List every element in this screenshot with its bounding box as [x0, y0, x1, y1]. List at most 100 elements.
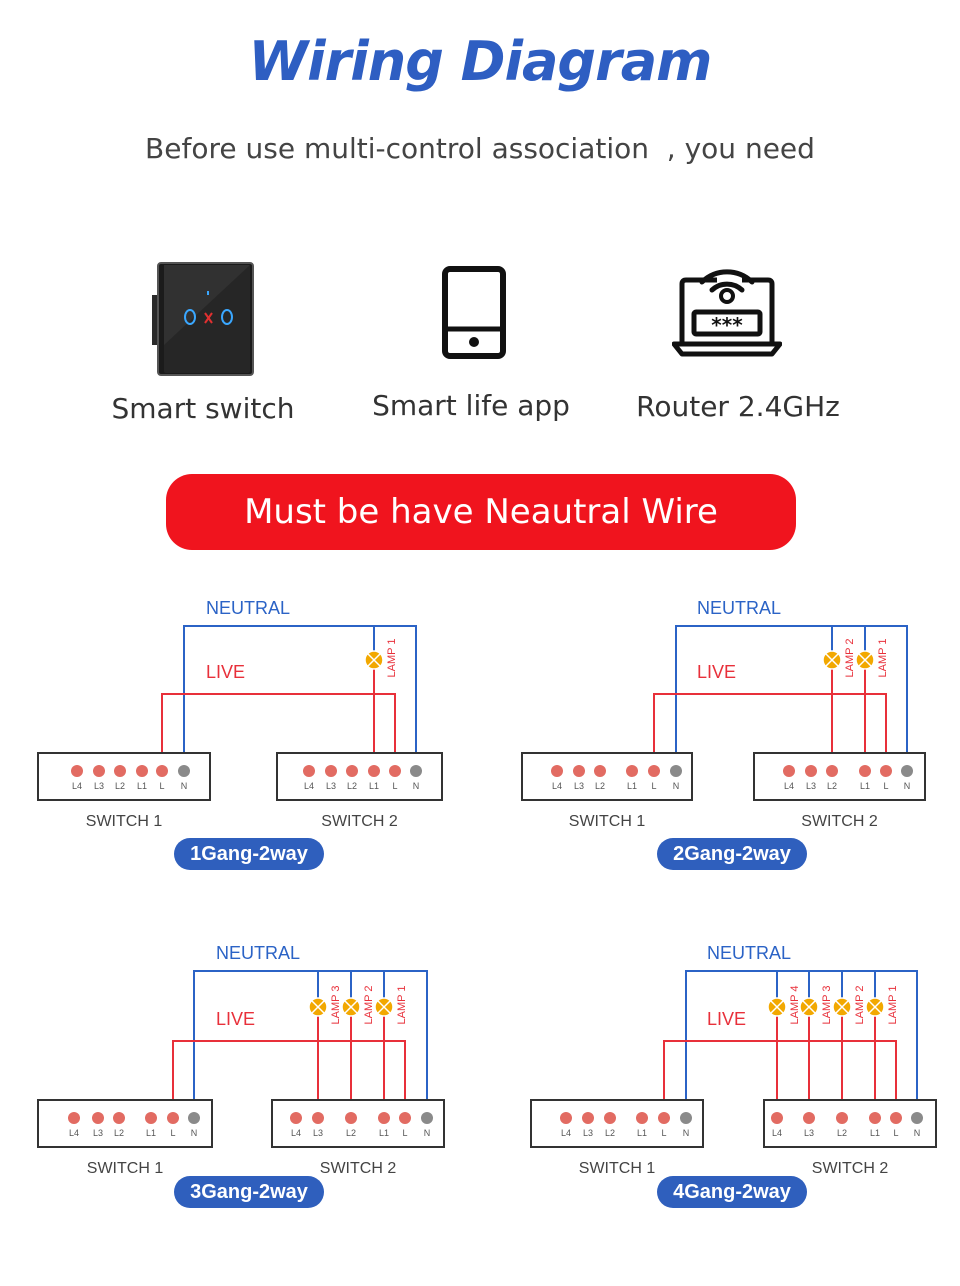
- switch1-terminal: [636, 1112, 648, 1124]
- switch2-terminal: [410, 765, 422, 777]
- switch1-terminal: [156, 765, 168, 777]
- switch2-terminal-label: L: [402, 1128, 407, 1138]
- neutral-label: NEUTRAL: [206, 598, 290, 618]
- switch2-box: [271, 1099, 445, 1148]
- switch1-label: SWITCH 1: [86, 813, 163, 830]
- requirement-label-router: Router 2.4GHz: [636, 390, 840, 423]
- lamp-cross: [825, 653, 839, 667]
- lamp-cross: [770, 1000, 784, 1014]
- switch2-terminal-label: L2: [346, 1128, 356, 1138]
- live-label: LIVE: [216, 1009, 255, 1029]
- switch2-terminal: [303, 765, 315, 777]
- neutral-wire: [675, 625, 908, 771]
- live-wire: [161, 693, 396, 771]
- switch2-terminal: [421, 1112, 433, 1124]
- switch1-terminal: [71, 765, 83, 777]
- switch1-terminal-label: L1: [637, 1128, 647, 1138]
- switch1-box: [521, 752, 693, 801]
- switch1-terminal: [658, 1112, 670, 1124]
- switch2-terminal: [389, 765, 401, 777]
- lamp-label: LAMP 1: [386, 639, 398, 678]
- page-title: Wiring Diagram: [248, 30, 713, 93]
- switch2-terminal: [836, 1112, 848, 1124]
- badge-1gang-2way: 1Gang-2way: [174, 838, 324, 870]
- switch2-label: SWITCH 2: [812, 1160, 889, 1177]
- phone-icon: [442, 266, 506, 359]
- switch2-terminal: [783, 765, 795, 777]
- switch1-box: [37, 752, 211, 801]
- switch1-terminal-label: L4: [69, 1128, 79, 1138]
- neutral-label: NEUTRAL: [697, 598, 781, 618]
- switch2-terminal-label: L3: [804, 1128, 814, 1138]
- switch1-terminal-label: L: [661, 1128, 666, 1138]
- switch1-terminal: [551, 765, 563, 777]
- switch1-terminal-label: L2: [605, 1128, 615, 1138]
- live-label: LIVE: [697, 662, 736, 682]
- neutral-wire-banner: Must be have Neautral Wire: [166, 474, 796, 550]
- switch1-terminal-label: N: [191, 1128, 198, 1138]
- switch1-terminal: [113, 1112, 125, 1124]
- switch2-terminal-label: L3: [313, 1128, 323, 1138]
- switch1-terminal-label: L4: [72, 781, 82, 791]
- switch1-terminal-label: N: [683, 1128, 690, 1138]
- lamp-label: LAMP 2: [844, 639, 856, 678]
- switch2-terminal-label: L3: [806, 781, 816, 791]
- switch1-label: SWITCH 1: [579, 1160, 656, 1177]
- lamp-cross: [802, 1000, 816, 1014]
- switch1-terminal-label: L4: [552, 781, 562, 791]
- switch2-terminal: [399, 1112, 411, 1124]
- switch1-box: [530, 1099, 704, 1148]
- switch1-terminal: [92, 1112, 104, 1124]
- badge-3gang-2way: 3Gang-2way: [174, 1176, 324, 1208]
- switch2-terminal: [771, 1112, 783, 1124]
- lamp-cross: [835, 1000, 849, 1014]
- switch2-label: SWITCH 2: [801, 813, 878, 830]
- switch2-terminal: [290, 1112, 302, 1124]
- neutral-wire: [685, 970, 918, 1118]
- switch1-terminal-label: L2: [114, 1128, 124, 1138]
- switch2-terminal-label: L4: [772, 1128, 782, 1138]
- switch1-terminal: [582, 1112, 594, 1124]
- switch1-terminal-label: L3: [93, 1128, 103, 1138]
- neutral-label: NEUTRAL: [707, 943, 791, 963]
- router-icon: ***: [672, 269, 782, 357]
- switch2-terminal-label: L1: [860, 781, 870, 791]
- switch2-terminal-label: L1: [870, 1128, 880, 1138]
- lamp-cross: [868, 1000, 882, 1014]
- switch2-terminal: [325, 765, 337, 777]
- lamp-label: LAMP 3: [330, 986, 342, 1025]
- switch1-terminal: [648, 765, 660, 777]
- switch2-terminal: [805, 765, 817, 777]
- switch1-terminal-label: L2: [115, 781, 125, 791]
- lamp-label: LAMP 1: [877, 639, 889, 678]
- switch1-terminal: [68, 1112, 80, 1124]
- switch1-terminal: [178, 765, 190, 777]
- switch1-terminal: [145, 1112, 157, 1124]
- switch1-terminal-label: L4: [561, 1128, 571, 1138]
- switch1-terminal-label: L2: [595, 781, 605, 791]
- switch2-terminal-label: N: [413, 781, 420, 791]
- switch1-terminal-label: N: [181, 781, 188, 791]
- switch2-terminal: [880, 765, 892, 777]
- switch1-terminal-label: L1: [146, 1128, 156, 1138]
- lamp-cross: [377, 1000, 391, 1014]
- switch1-label: SWITCH 1: [569, 813, 646, 830]
- switch2-terminal: [803, 1112, 815, 1124]
- live-wire: [172, 1040, 406, 1118]
- switch2-label: SWITCH 2: [321, 813, 398, 830]
- switch1-terminal-label: N: [673, 781, 680, 791]
- switch2-terminal: [890, 1112, 902, 1124]
- switch2-terminal-label: L2: [837, 1128, 847, 1138]
- lamp-cross: [311, 1000, 325, 1014]
- switch2-terminal: [859, 765, 871, 777]
- switch1-terminal-label: L3: [583, 1128, 593, 1138]
- switch1-terminal-label: L1: [627, 781, 637, 791]
- switch1-terminal-label: L3: [94, 781, 104, 791]
- switch2-box: [753, 752, 926, 801]
- switch2-terminal: [312, 1112, 324, 1124]
- lamp-cross: [367, 653, 381, 667]
